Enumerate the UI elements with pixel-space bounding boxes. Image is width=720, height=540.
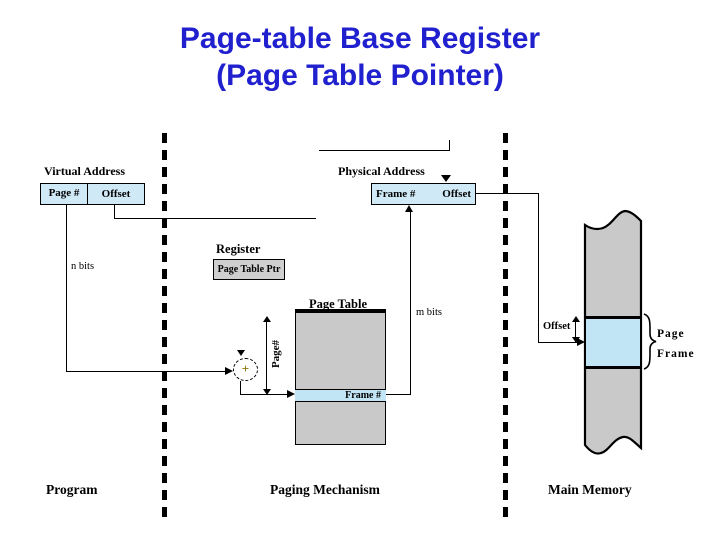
adder-circle: +	[233, 358, 258, 381]
page-frame-region	[586, 318, 640, 367]
page-frame-label-line2: Frame	[657, 348, 695, 360]
virtual-address-box: Page # Offset	[40, 183, 145, 205]
physical-offset-field: Offset	[442, 188, 471, 200]
connector-offset-down	[114, 205, 115, 218]
arrowhead-register-into-adder	[237, 350, 245, 356]
m-bits-label: m bits	[416, 307, 442, 318]
register-label: Register	[216, 242, 261, 256]
physical-address-label: Physical Address	[338, 164, 425, 178]
virtual-address-label: Virtual Address	[44, 164, 126, 178]
page-index-measure-line	[266, 321, 267, 391]
paging-mechanism-section-label: Paging Mechanism	[270, 482, 380, 497]
connector-pagenum-down	[66, 205, 67, 372]
page-table-ptr-value: Page Table Ptr	[217, 264, 281, 275]
arrowhead-into-memory	[577, 338, 585, 346]
physical-frame-field: Frame #	[376, 188, 416, 200]
program-section-label: Program	[46, 482, 98, 497]
page-title: Page-table Base Register (Page Table Poi…	[0, 20, 720, 94]
connector-physical-right	[476, 193, 539, 194]
arrowhead-index-top	[263, 316, 271, 322]
divider-program-paging	[162, 133, 167, 517]
connector-into-memory	[538, 342, 578, 343]
arrowhead-into-physical-frame	[405, 205, 413, 212]
arrowhead-memoffset-bottom	[572, 337, 580, 343]
frame-entry-label: Frame #	[345, 390, 381, 401]
arrowhead-into-adder	[225, 367, 233, 375]
arrowhead-memoffset-top	[572, 316, 580, 322]
connector-offset-right	[114, 218, 316, 219]
page-frame-label-line1: Page	[657, 328, 685, 340]
n-bits-label: n bits	[71, 261, 95, 272]
divider-paging-memory	[503, 133, 508, 517]
arrowhead-index-bottom	[263, 389, 271, 395]
connector-adder-down	[240, 381, 241, 394]
main-memory-block	[583, 209, 643, 455]
page-table-label: Page Table	[309, 297, 367, 311]
connector-physical-down	[538, 193, 539, 343]
title-line-1: Page-table Base Register	[179, 22, 541, 55]
page-frame-brace	[643, 313, 657, 370]
page-index-label: Page#	[270, 339, 283, 369]
physical-address-box: Frame # Offset	[371, 183, 476, 205]
page-table-ptr-box: Page Table Ptr	[213, 259, 285, 280]
title-line-2: (Page Table Pointer)	[216, 59, 504, 92]
connector-entry-up	[410, 210, 411, 395]
connector-pagenum-right	[66, 371, 226, 372]
physical-top-line	[319, 150, 450, 151]
plus-icon: +	[241, 361, 250, 376]
physical-top-line-stub	[449, 140, 450, 150]
arrowhead-into-page-table	[287, 390, 295, 398]
connector-entry-right	[386, 394, 411, 395]
arrowhead-offset-into-physical	[441, 175, 451, 182]
virtual-offset-field: Offset	[101, 187, 131, 200]
page-frame-label: Page Frame	[657, 324, 695, 364]
page-table-entry-row: Frame #	[295, 389, 386, 402]
virtual-page-field: Page #	[41, 184, 88, 204]
memory-offset-measure-line	[575, 320, 576, 342]
page-table-box: Frame #	[295, 309, 386, 445]
memory-offset-label: Offset	[543, 321, 571, 332]
main-memory-section-label: Main Memory	[548, 482, 632, 497]
